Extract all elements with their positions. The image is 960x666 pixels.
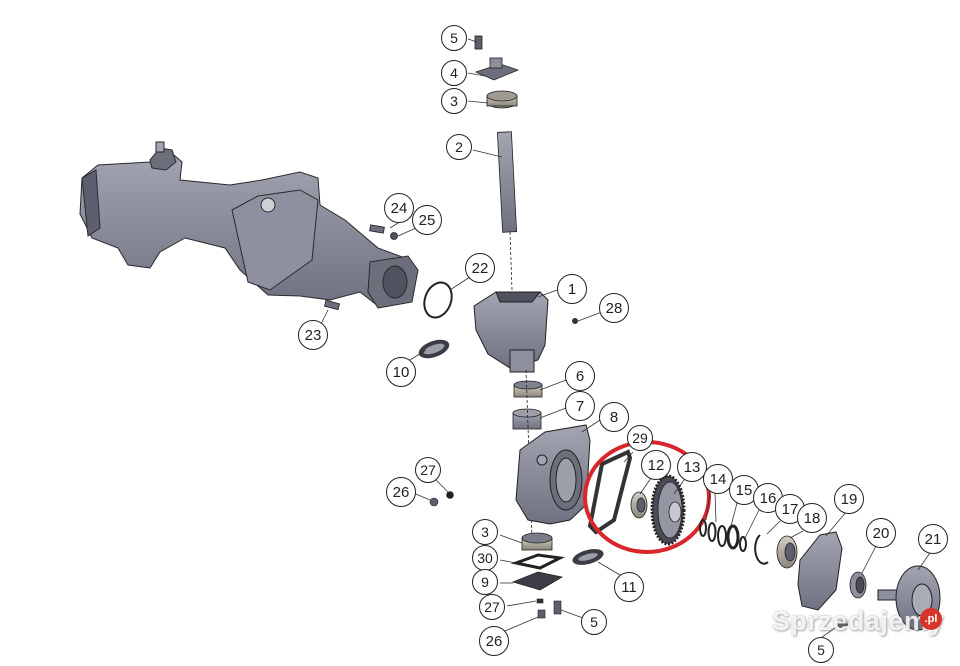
callout-9: 9 [472,569,498,595]
callout-11: 11 [614,572,644,602]
callout-3-bottom: 3 [472,519,498,545]
kingpin-stack [474,35,520,233]
callout-2: 2 [446,134,472,160]
callout-26-bottom: 26 [479,626,509,656]
callout-19: 19 [834,484,864,514]
bearing-6-7 [512,380,543,430]
callout-13: 13 [677,452,707,482]
o-ring-22 [423,281,453,319]
callout-12: 12 [641,450,671,480]
watermark-badge: .pl [920,608,942,630]
callout-1: 1 [557,274,587,304]
callout-21: 21 [918,524,948,554]
callout-5-right: 5 [808,637,834,663]
callout-20: 20 [866,518,896,548]
callout-4: 4 [441,60,467,86]
callout-5-bottom: 5 [581,609,607,635]
callout-6: 6 [565,361,595,391]
callout-27-left: 27 [415,457,441,483]
callout-8: 8 [599,402,629,432]
callout-14: 14 [703,464,733,494]
leader-lines [319,38,931,638]
callout-28: 28 [599,293,629,323]
callout-18: 18 [797,503,827,533]
bevel-gear-10 [418,339,450,359]
callout-24: 24 [384,193,414,223]
lower-kingpin-stack [510,532,566,591]
callout-23: 23 [298,320,328,350]
bearing-12 [630,491,648,519]
callout-5-top: 5 [441,25,467,51]
seal-20 [849,571,867,599]
callout-27-bottom: 27 [479,594,505,620]
final-drive-housing-8 [515,424,591,525]
gear-13 [650,474,686,546]
bolt-24 [323,224,398,311]
callout-22: 22 [465,253,495,283]
callout-30: 30 [472,545,498,571]
cover-19 [797,531,843,611]
callout-7: 7 [565,391,595,421]
small-fasteners [429,491,849,629]
callout-10: 10 [386,357,416,387]
callout-3-top: 3 [441,88,467,114]
callout-25: 25 [412,205,442,235]
callout-29: 29 [627,425,653,451]
bearing-18 [776,535,798,569]
axle-housing [79,141,419,309]
callout-26-left: 26 [386,477,416,507]
bevel-gear-11 [572,549,604,565]
gasket-29 [587,449,633,535]
snap-rings-14-17 [699,519,769,565]
knuckle-upper-1 [473,291,549,373]
watermark-text: Sprzedajemy [772,606,945,636]
